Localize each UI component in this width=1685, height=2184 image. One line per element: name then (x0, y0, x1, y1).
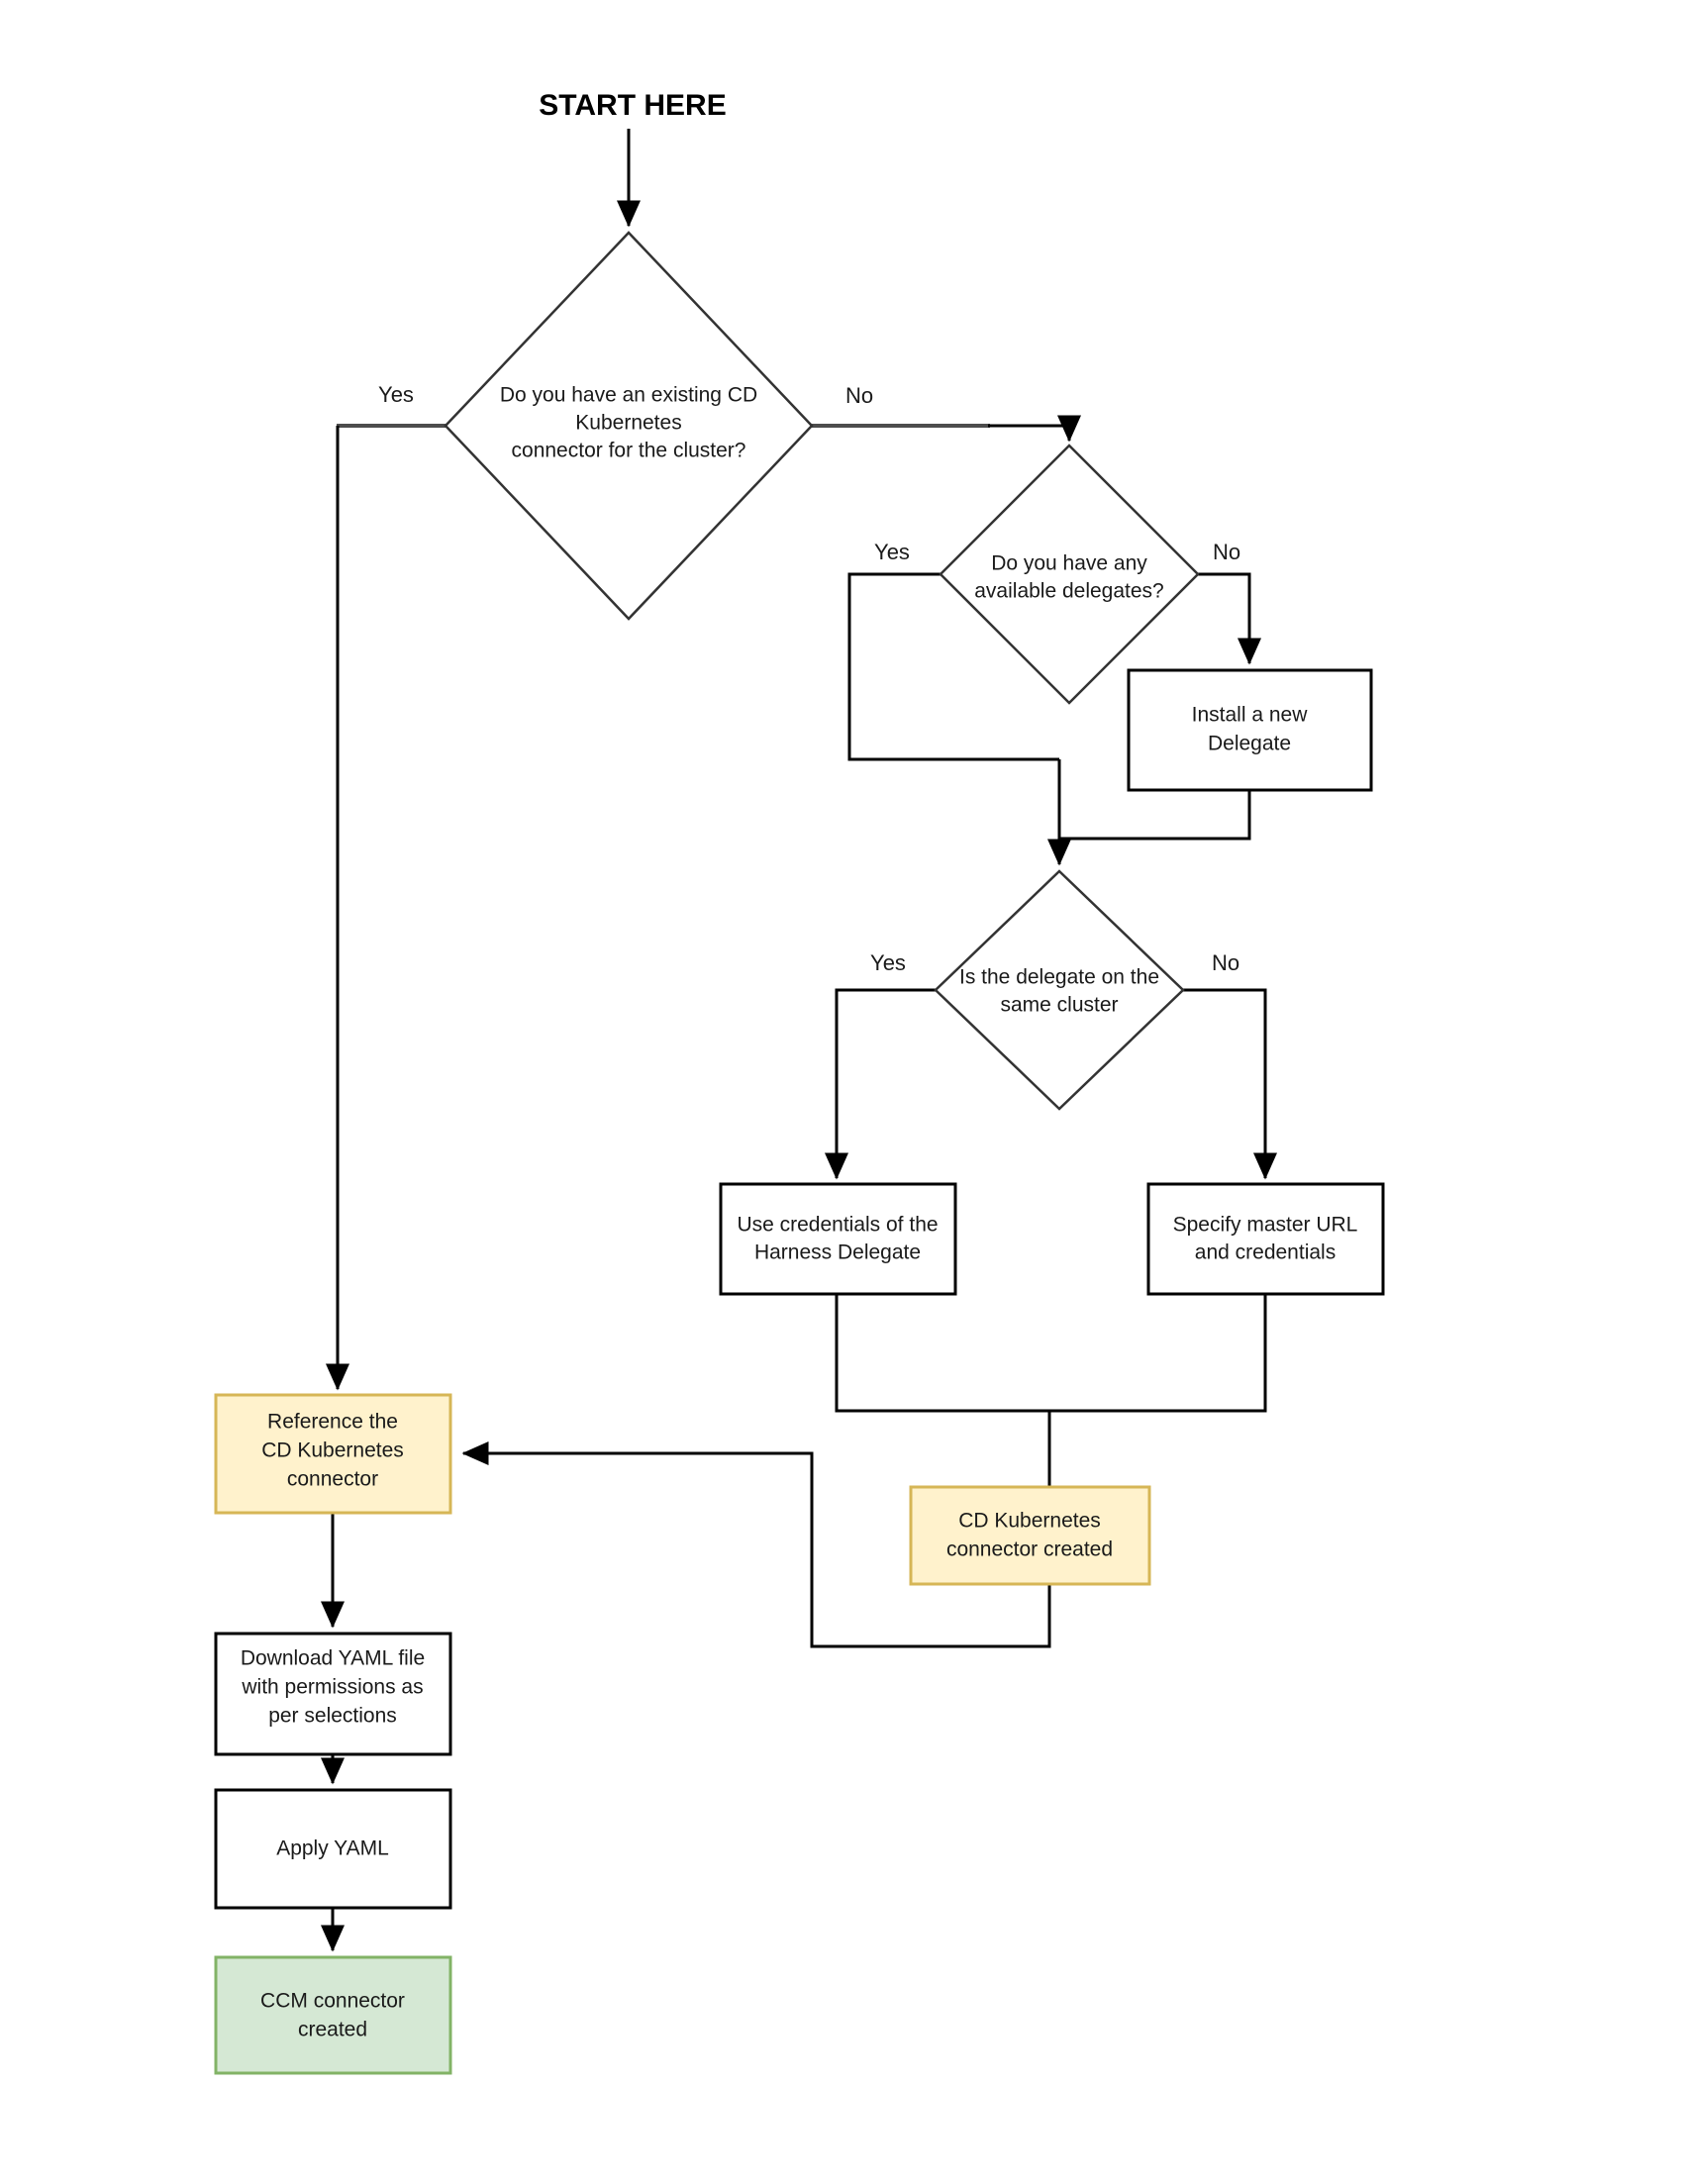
node-install-delegate-line2: Delegate (1208, 733, 1291, 755)
node-download-yaml-line3: per selections (268, 1705, 397, 1728)
edge-label-delegates-no: No (1213, 540, 1240, 564)
decision-existing-connector-line1: Do you have an existing CD (500, 384, 757, 407)
edge-cd-created-to-reference (461, 1441, 1051, 1648)
decision-existing-connector-line2: Kubernetes (575, 412, 681, 435)
node-reference-cd-connector-line3: connector (287, 1468, 378, 1491)
edge-same-cluster-yes-to-use-credentials (825, 988, 936, 1180)
node-apply-yaml[interactable] (214, 1788, 452, 1910)
node-install-delegate-line1: Install a new (1192, 704, 1309, 727)
edge-label-same-cluster-no: No (1212, 950, 1239, 975)
node-cd-connector-created[interactable] (909, 1485, 1151, 1586)
decision-same-cluster-line2: same cluster (1000, 994, 1118, 1017)
edge-same-cluster-no-to-specify-master (1183, 988, 1277, 1180)
start-here-label: START HERE (539, 89, 726, 122)
edge-label-delegates-yes: Yes (874, 540, 910, 564)
edge-credentials-merge (835, 1294, 1267, 1413)
node-apply-yaml-line1: Apply YAML (276, 1837, 389, 1860)
node-specify-master-url-line1: Specify master URL (1173, 1214, 1358, 1237)
decision-available-delegates[interactable] (939, 444, 1200, 705)
decision-same-cluster[interactable] (934, 869, 1185, 1111)
decision-existing-connector[interactable] (444, 231, 814, 621)
node-install-delegate[interactable] (1127, 668, 1373, 792)
node-reference-cd-connector-line2: CD Kubernetes (261, 1439, 404, 1462)
edge-label-existing-no: No (845, 383, 873, 408)
node-download-yaml-line1: Download YAML file (241, 1647, 425, 1670)
decision-same-cluster-line1: Is the delegate on the (959, 966, 1159, 989)
node-specify-master-url-line2: and credentials (1195, 1241, 1336, 1264)
node-cd-connector-created-line1: CD Kubernetes (958, 1510, 1101, 1533)
edge-delegates-no-to-install (1198, 572, 1261, 665)
node-use-harness-credentials[interactable] (719, 1182, 957, 1296)
node-cd-connector-created-line2: connector created (946, 1539, 1113, 1561)
node-ccm-connector-created-line2: created (298, 2019, 367, 2041)
node-ccm-connector-created-line1: CCM connector (260, 1990, 405, 2013)
edge-existing-no-bend (988, 424, 1071, 440)
edge-label-existing-yes: Yes (378, 382, 414, 407)
node-download-yaml-line2: with permissions as (241, 1676, 423, 1699)
node-reference-cd-connector-line1: Reference the (267, 1411, 398, 1434)
node-ccm-connector-created[interactable] (214, 1955, 452, 2075)
node-use-harness-credentials-line1: Use credentials of the (737, 1214, 938, 1237)
edge-label-same-cluster-yes: Yes (870, 950, 906, 975)
node-specify-master-url[interactable] (1146, 1182, 1385, 1296)
edge-delegates-yes-route (847, 572, 1059, 761)
node-download-yaml[interactable] (214, 1632, 452, 1756)
decision-available-delegates-line2: available delegates? (974, 580, 1163, 603)
decision-available-delegates-line1: Do you have any (991, 552, 1147, 575)
node-reference-cd-connector[interactable] (214, 1393, 452, 1515)
edge-install-to-merge (1059, 790, 1251, 841)
decision-existing-connector-line3: connector for the cluster? (512, 440, 746, 462)
node-use-harness-credentials-line2: Harness Delegate (754, 1241, 921, 1264)
